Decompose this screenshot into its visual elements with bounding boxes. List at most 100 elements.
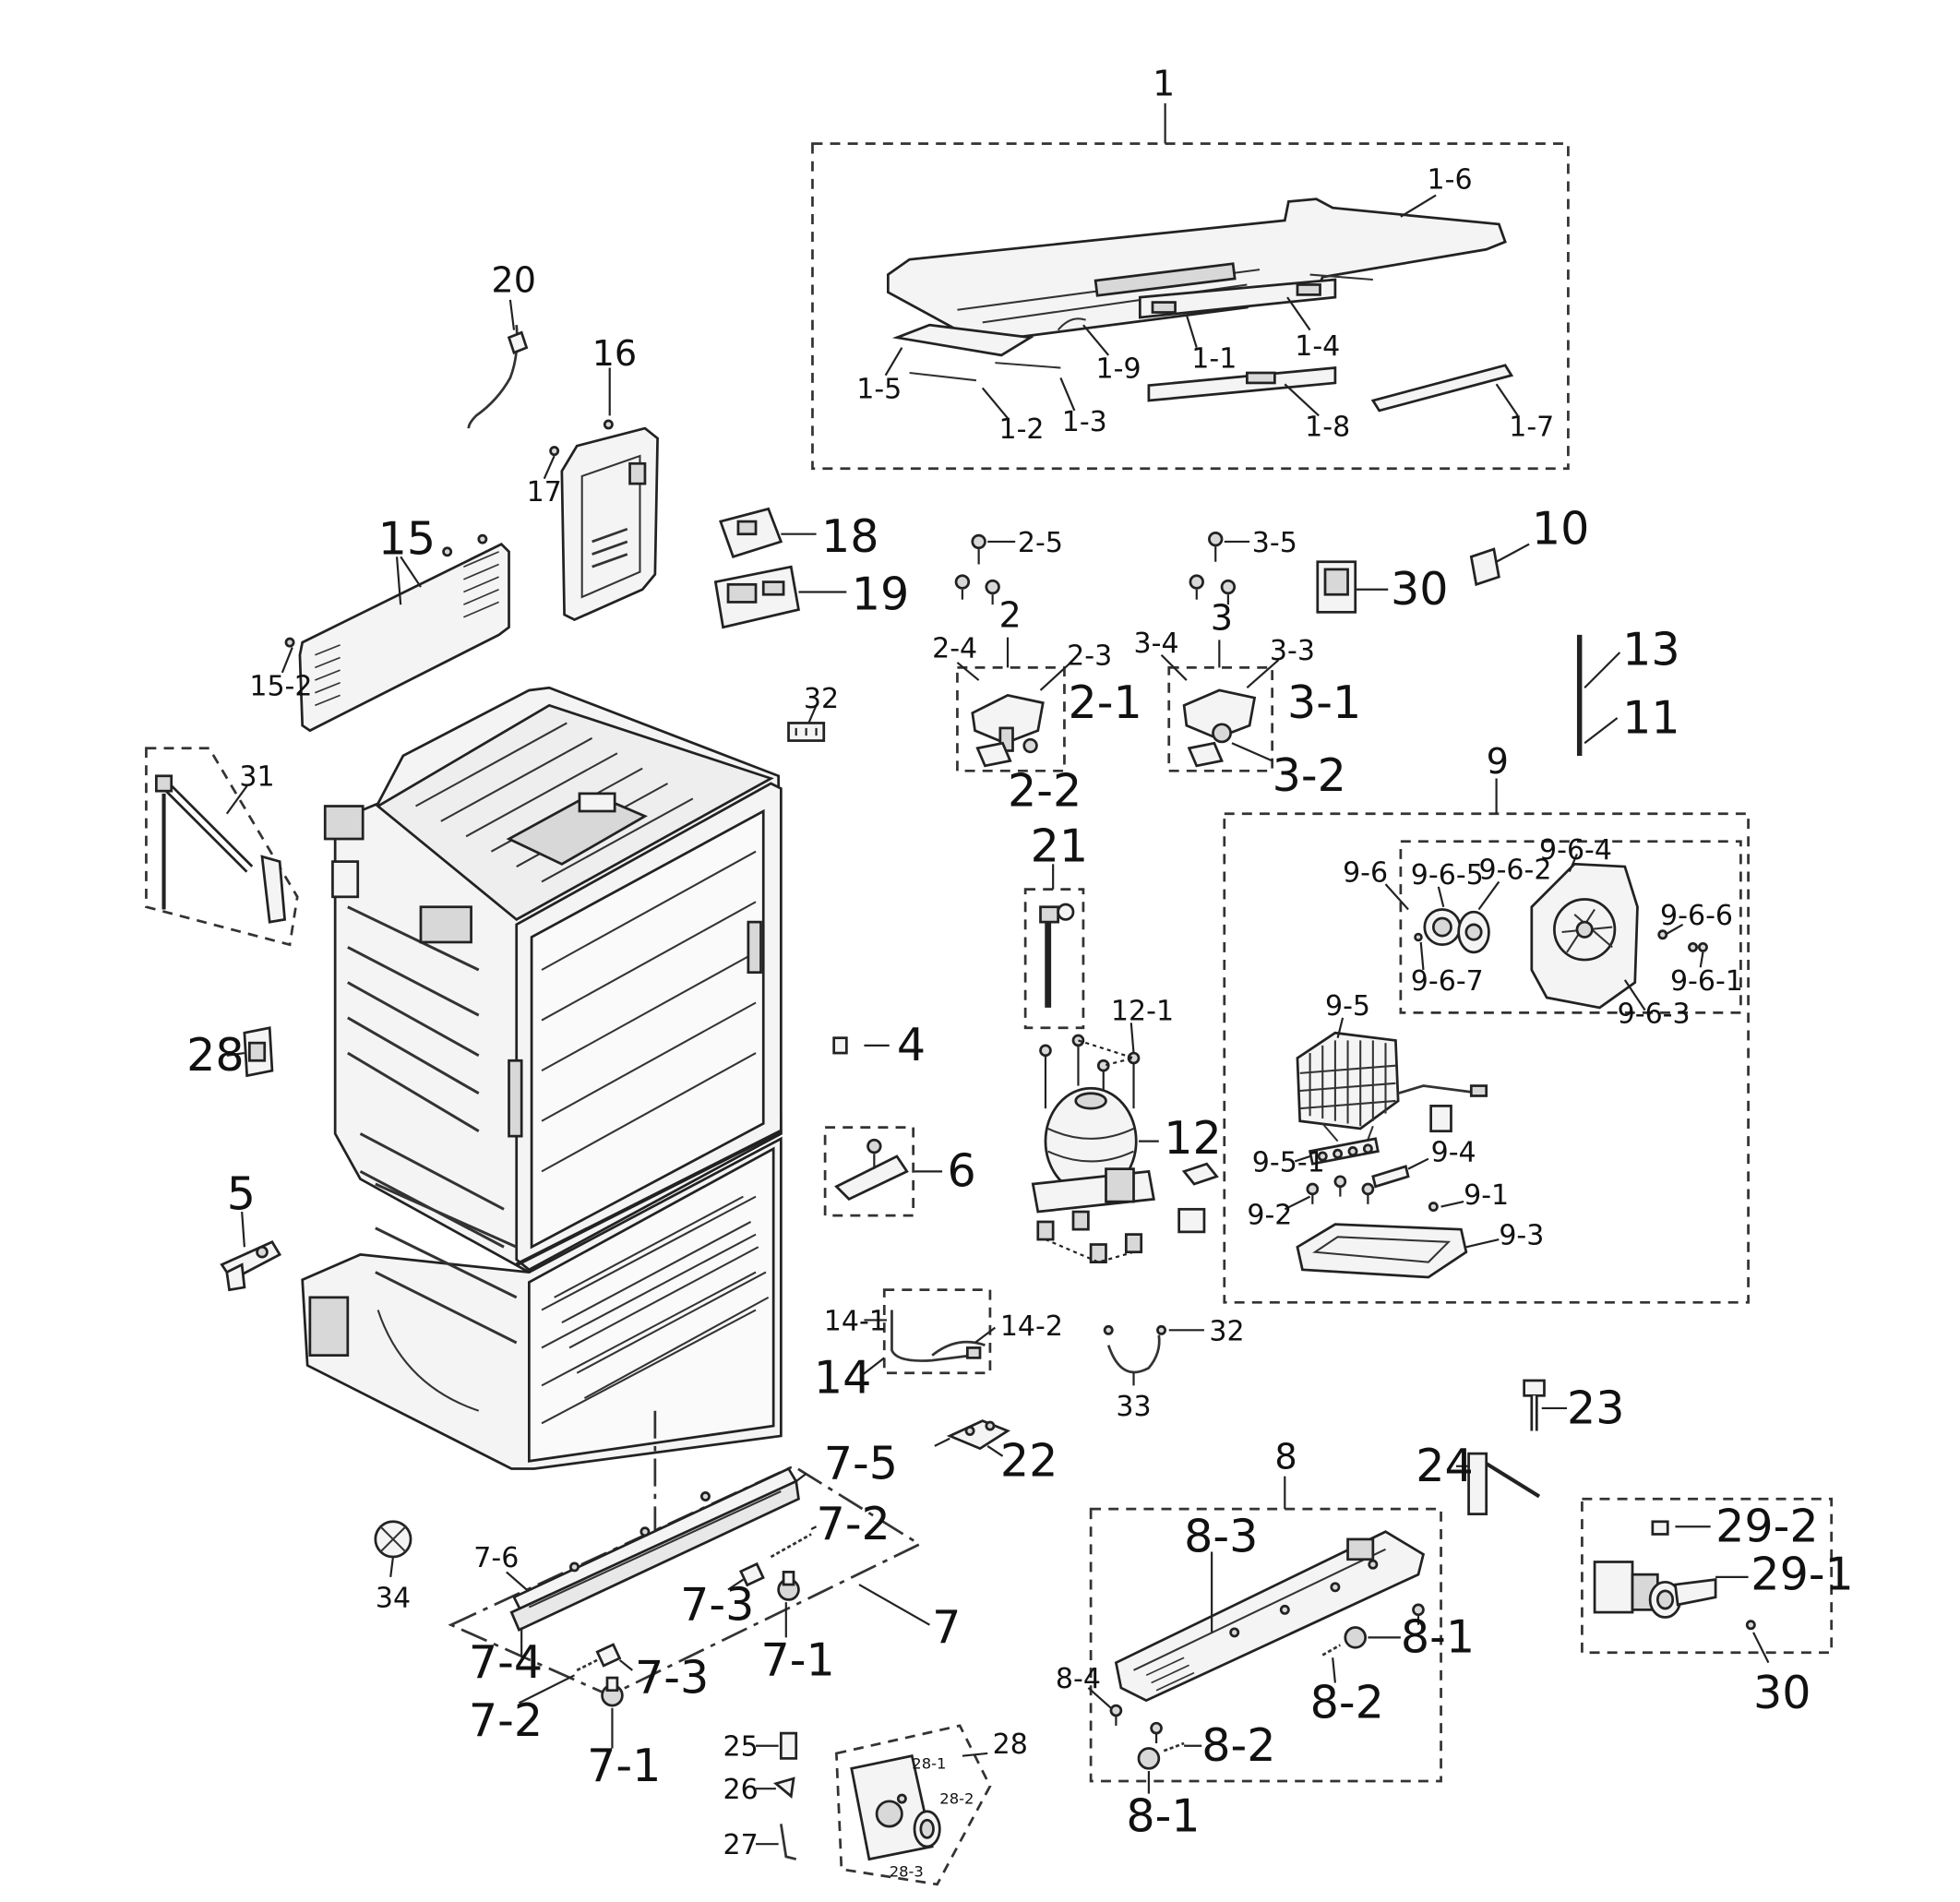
hinge-5[interactable]: 5 bbox=[220, 1166, 282, 1292]
label-2-2: 2-2 bbox=[1008, 764, 1082, 818]
label-34: 34 bbox=[376, 1583, 411, 1615]
assembly-9-evaporator[interactable]: 9 9-6 9-6-5 9-6-2 9-6-4 9-6-6 9-6-7 9-6-… bbox=[1223, 742, 1750, 1304]
label-15: 15 bbox=[378, 512, 436, 566]
harness-14[interactable]: 14-1 14-2 14 bbox=[814, 1288, 1063, 1405]
label-30-bottom: 30 bbox=[1753, 1666, 1811, 1719]
refrigerator-cabinet[interactable] bbox=[301, 686, 783, 1470]
label-19: 19 bbox=[852, 568, 910, 621]
label-3: 3 bbox=[1211, 598, 1233, 639]
label-29-1: 29-1 bbox=[1751, 1548, 1854, 1601]
wire-33[interactable]: 32 33 bbox=[1103, 1315, 1245, 1423]
part-22[interactable]: 22 bbox=[934, 1419, 1058, 1488]
assembly-29-water-valve[interactable]: 29-2 29-1 30 bbox=[1581, 1497, 1854, 1719]
bar-1-8 bbox=[1147, 366, 1337, 402]
part-30-top[interactable]: 30 bbox=[1316, 560, 1449, 616]
label-9-6-1: 9-6-1 bbox=[1670, 965, 1743, 998]
label-20: 20 bbox=[491, 261, 536, 302]
part-23[interactable]: 23 bbox=[1523, 1379, 1625, 1434]
label-9-6-4: 9-6-4 bbox=[1539, 834, 1612, 867]
label-9-1: 9-1 bbox=[1464, 1179, 1509, 1212]
part-10[interactable]: 10 bbox=[1469, 502, 1589, 587]
label-24: 24 bbox=[1416, 1439, 1474, 1492]
hinge-assembly-3[interactable]: 3-5 3 3-4 3-3 3-1 3-2 bbox=[1134, 527, 1362, 802]
label-7-5: 7-5 bbox=[824, 1436, 898, 1489]
label-3-5: 3-5 bbox=[1252, 527, 1297, 559]
label-8-1-lower: 8-1 bbox=[1126, 1789, 1200, 1843]
label-7-1-upper: 7-1 bbox=[761, 1633, 835, 1686]
label-2: 2 bbox=[998, 596, 1021, 637]
part-4[interactable]: 4 bbox=[832, 1018, 926, 1071]
label-9-6-2: 9-6-2 bbox=[1479, 855, 1552, 887]
rear-panel-16[interactable]: 16 17 bbox=[527, 334, 659, 622]
pcb-18[interactable]: 18 bbox=[719, 507, 879, 563]
label-8-2-upper: 8-2 bbox=[1310, 1676, 1384, 1729]
label-9-6-6: 9-6-6 bbox=[1660, 900, 1733, 932]
label-7-3-upper: 7-3 bbox=[680, 1577, 754, 1631]
label-32-bottom: 32 bbox=[1209, 1315, 1244, 1347]
part-21[interactable]: 21 bbox=[1023, 819, 1089, 1030]
bracket-1-4 bbox=[1138, 278, 1337, 319]
label-3-2: 3-2 bbox=[1273, 748, 1346, 802]
label-9-3: 9-3 bbox=[1499, 1220, 1544, 1252]
assembly-7-bottom-rail[interactable]: 7-5 7-6 7-2 7-3 7-1 7 7-4 7-3 7-2 7-1 bbox=[448, 1410, 962, 1792]
label-4: 4 bbox=[897, 1018, 926, 1071]
label-12: 12 bbox=[1164, 1111, 1222, 1165]
label-1-9: 1-9 bbox=[1096, 353, 1141, 385]
label-14: 14 bbox=[814, 1351, 872, 1405]
label-21: 21 bbox=[1031, 819, 1089, 873]
parts-25-26-27[interactable]: 25 26 27 bbox=[723, 1731, 798, 1861]
label-9-2: 9-2 bbox=[1247, 1200, 1292, 1232]
label-2-5: 2-5 bbox=[1018, 527, 1063, 559]
label-7-6: 7-6 bbox=[473, 1542, 519, 1574]
label-8-4: 8-4 bbox=[1056, 1663, 1101, 1695]
label-1-5: 1-5 bbox=[856, 373, 902, 405]
label-28-left: 28 bbox=[186, 1028, 245, 1082]
compressor-12[interactable]: 12-1 12 bbox=[1031, 996, 1222, 1263]
label-9-5: 9-5 bbox=[1325, 990, 1370, 1023]
label-3-1: 3-1 bbox=[1287, 676, 1361, 729]
label-27: 27 bbox=[723, 1829, 759, 1861]
label-3-3: 3-3 bbox=[1270, 635, 1315, 667]
part-24[interactable]: 24 bbox=[1416, 1439, 1541, 1515]
label-12-1: 12-1 bbox=[1111, 996, 1174, 1028]
label-5: 5 bbox=[227, 1166, 256, 1220]
label-7-2-lower: 7-2 bbox=[469, 1693, 543, 1747]
part-32-top[interactable]: 32 bbox=[787, 683, 840, 742]
label-16: 16 bbox=[592, 334, 638, 375]
label-17: 17 bbox=[527, 476, 562, 508]
assembly-1-top-cover[interactable]: 1 1-6 1-1 1-4 1-5 1-9 1-2 1-3 1-8 1-7 bbox=[811, 65, 1570, 471]
hinge-assembly-2[interactable]: 2-5 2 2-4 2-3 2-1 2-2 bbox=[932, 527, 1142, 818]
power-cord-20[interactable]: 20 bbox=[467, 261, 536, 429]
label-26: 26 bbox=[723, 1774, 759, 1806]
label-1-4: 1-4 bbox=[1295, 330, 1340, 363]
part-34[interactable]: 34 bbox=[374, 1520, 412, 1615]
bracket-6[interactable]: 6 bbox=[823, 1126, 976, 1217]
label-22: 22 bbox=[1000, 1434, 1058, 1488]
label-1-8: 1-8 bbox=[1305, 411, 1350, 443]
assembly-29-frame bbox=[1581, 1497, 1834, 1655]
label-30-top: 30 bbox=[1391, 562, 1449, 616]
label-8-3: 8-3 bbox=[1184, 1510, 1258, 1563]
drain-assembly-31[interactable]: 31 bbox=[145, 747, 299, 947]
label-7: 7 bbox=[932, 1600, 961, 1654]
pcb-19[interactable]: 19 bbox=[713, 565, 910, 629]
plate-1-5 bbox=[891, 323, 1034, 357]
label-29-2: 29-2 bbox=[1715, 1500, 1819, 1553]
sensor-13-11[interactable]: 13 11 bbox=[1576, 623, 1680, 756]
label-2-1: 2-1 bbox=[1069, 676, 1142, 729]
label-9-6-7: 9-6-7 bbox=[1411, 965, 1484, 998]
label-1: 1 bbox=[1153, 65, 1175, 105]
label-7-3-lower: 7-3 bbox=[635, 1650, 709, 1704]
label-2-4: 2-4 bbox=[932, 632, 977, 664]
label-31: 31 bbox=[239, 761, 274, 794]
part-28-left[interactable]: 28 bbox=[186, 1026, 274, 1082]
assembly-28-dispenser[interactable]: 28 28-1 28-2 28-3 bbox=[834, 1724, 1028, 1886]
label-14-1: 14-1 bbox=[824, 1305, 887, 1337]
label-9: 9 bbox=[1487, 742, 1509, 783]
rear-cover-16 bbox=[560, 426, 659, 622]
assembly-8-base[interactable]: 8 8-3 8-1 8-2 8-4 8-2 8-1 bbox=[1056, 1437, 1475, 1842]
label-15-2: 15-2 bbox=[249, 670, 312, 702]
rear-panel-15[interactable]: 15 15-2 bbox=[249, 512, 510, 733]
label-9-6-3: 9-6-3 bbox=[1618, 998, 1691, 1030]
